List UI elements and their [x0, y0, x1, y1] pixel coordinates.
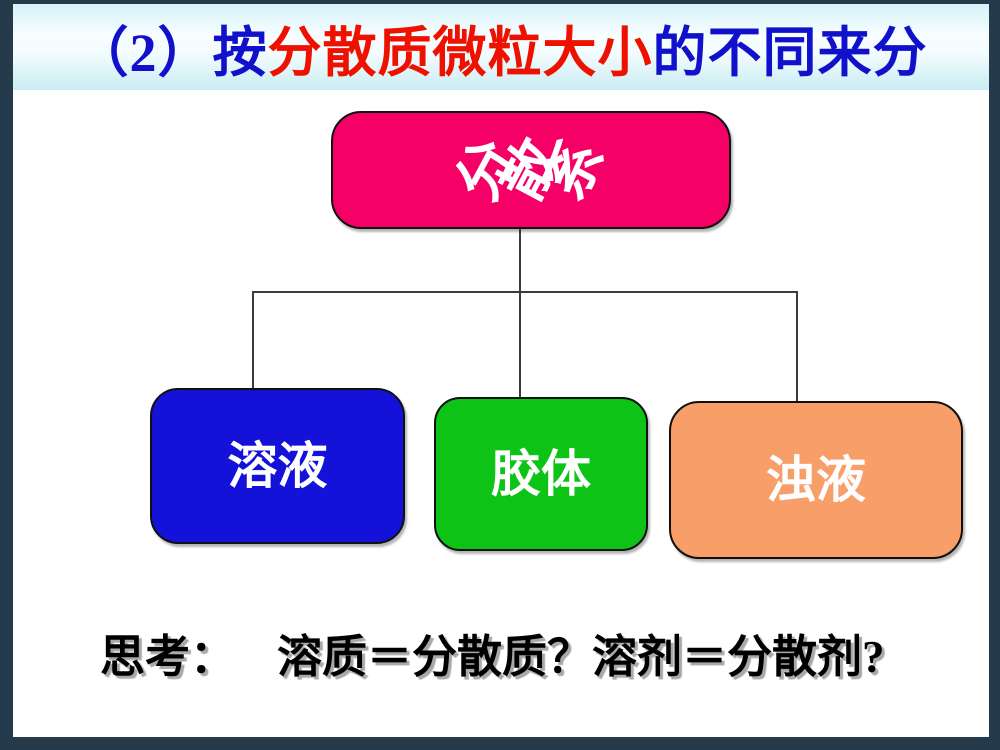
connector-horizontal — [252, 291, 798, 293]
title-highlight: 分散质微粒大小 — [267, 22, 653, 83]
title-suffix: 的不同来分 — [652, 22, 928, 83]
colloid-label: 胶体 — [491, 446, 591, 502]
title-prefix: （2）按 — [74, 22, 268, 83]
footer-question: 思考： 溶质＝分散质？溶剂＝分散剂? — [100, 620, 885, 685]
page-title: （2）按分散质微粒大小的不同来分 — [75, 8, 928, 87]
solution-label: 溶液 — [227, 438, 328, 494]
child-node-turbid: 浊液 — [669, 401, 963, 559]
footer-question-text: 溶质＝分散质？溶剂＝分散剂? — [277, 632, 885, 682]
child-node-solution: 溶液 — [150, 388, 405, 544]
connector-middle-drop — [519, 291, 521, 398]
connector-left-drop — [252, 291, 254, 389]
connector-root-drop — [519, 227, 521, 292]
slide-content: （2）按分散质微粒大小的不同来分 分 散 系 溶液 胶体 浊液 思考： 溶质＝分散… — [13, 4, 989, 737]
footer-label: 思考： — [100, 632, 236, 682]
turbid-label: 浊液 — [766, 452, 866, 508]
connector-right-drop — [796, 291, 798, 402]
root-node-dispersion-system: 分 散 系 — [331, 111, 731, 229]
child-node-colloid: 胶体 — [434, 397, 648, 551]
title-bar: （2）按分散质微粒大小的不同来分 — [13, 4, 989, 90]
